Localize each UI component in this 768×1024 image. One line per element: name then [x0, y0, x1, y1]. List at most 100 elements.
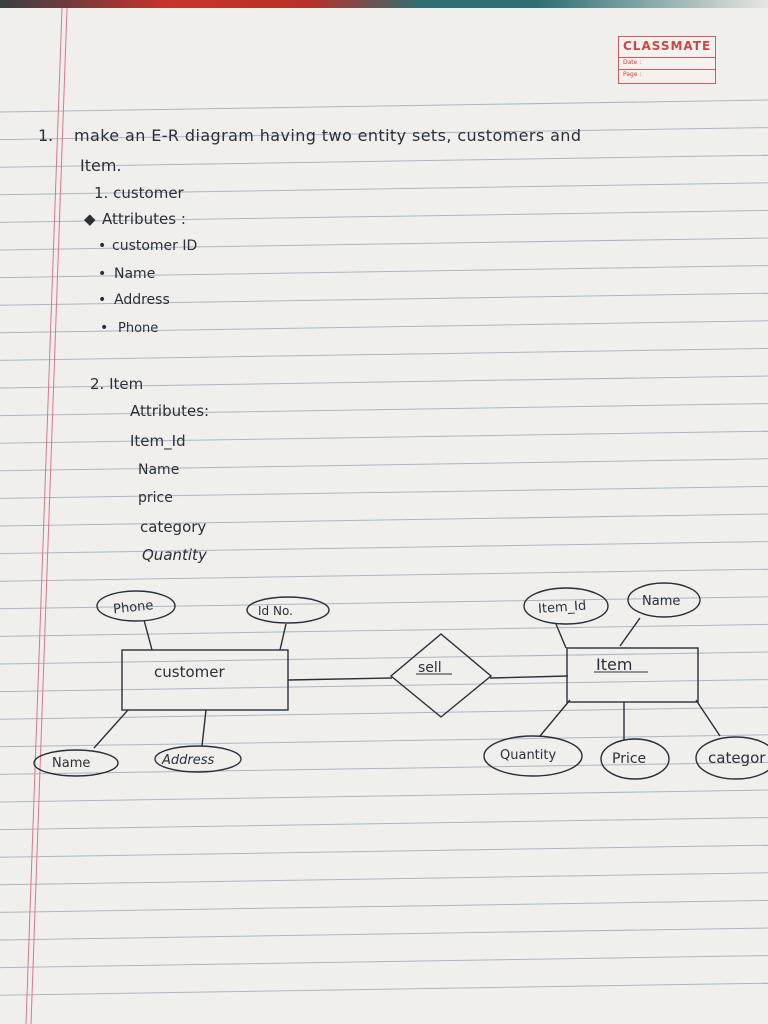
entity-box-customer	[121, 649, 289, 711]
ruled-line	[0, 292, 768, 306]
brand-stamp: CLASSMATE Date : Page :	[618, 36, 716, 84]
ruled-line	[0, 651, 768, 665]
ruled-line	[0, 789, 768, 803]
background-strip	[0, 0, 768, 8]
attribute-item: Phone	[118, 321, 159, 336]
entity-label-item: Item	[596, 655, 632, 674]
ruled-line	[0, 347, 768, 361]
attribute-label: Quantity	[500, 748, 556, 763]
margin-line	[25, 7, 63, 1024]
ruled-line	[0, 844, 768, 858]
entity-heading-item: 2. Item	[90, 375, 144, 393]
relationship-diamond	[389, 633, 493, 718]
attribute-item: category	[140, 518, 207, 536]
attribute-item: customer ID	[112, 238, 198, 254]
ruled-line	[0, 182, 768, 196]
connector-line	[695, 699, 721, 737]
attribute-label: Phone	[112, 598, 154, 617]
bullet-mark: ◆	[84, 210, 96, 228]
attribute-label: categor	[708, 749, 766, 767]
ruled-line	[0, 99, 768, 113]
ruled-line	[0, 320, 768, 334]
attribute-label: Price	[612, 751, 646, 767]
ruled-line	[0, 623, 768, 637]
connector-line	[201, 709, 207, 747]
bullet-dot: •	[98, 266, 107, 282]
ruled-line	[0, 899, 768, 913]
attribute-ellipse-category	[695, 736, 768, 780]
attribute-ellipse-price	[600, 738, 670, 780]
attribute-label: Item_Id	[538, 599, 587, 617]
ruled-line	[0, 513, 768, 527]
entity-heading-customer: 1. customer	[94, 184, 184, 202]
ruled-line	[0, 375, 768, 389]
ruled-line	[0, 982, 768, 996]
ruled-line	[0, 265, 768, 279]
ruled-line	[0, 734, 768, 748]
attribute-label: Name	[642, 594, 680, 609]
ruled-line	[0, 706, 768, 720]
relationship-label: sell	[418, 660, 442, 676]
ruled-line	[0, 237, 768, 251]
connector-line	[279, 623, 287, 651]
connector-line	[489, 675, 569, 679]
brand-page-label: Page :	[623, 71, 642, 78]
connector-line	[539, 699, 571, 737]
attribute-ellipse-item-id	[523, 587, 609, 625]
attribute-ellipse-id-no	[246, 596, 330, 624]
attribute-item: Item_Id	[130, 432, 186, 450]
attributes-label: Attributes:	[130, 402, 210, 420]
attribute-ellipse-name	[33, 749, 119, 777]
question-number: 1.	[38, 126, 54, 145]
ruled-line	[0, 568, 768, 582]
attribute-ellipse-quantity	[483, 735, 583, 777]
ruled-line	[0, 541, 768, 555]
attributes-label: Attributes :	[102, 210, 186, 228]
connector-line	[93, 709, 129, 749]
ruled-line	[0, 927, 768, 941]
attribute-label: Id No.	[258, 604, 293, 618]
brand-divider	[619, 57, 715, 58]
brand-name: CLASSMATE	[623, 39, 712, 53]
attribute-ellipse-address	[154, 745, 242, 773]
ruled-line	[0, 430, 768, 444]
ruled-line	[0, 596, 768, 610]
attribute-label: Address	[161, 753, 215, 768]
ruled-line	[0, 209, 768, 223]
ruled-line	[0, 872, 768, 886]
bullet-dot: •	[98, 238, 107, 254]
ruled-line	[0, 679, 768, 693]
ruled-line	[0, 127, 768, 141]
bullet-dot: •	[100, 320, 109, 336]
bullet-dot: •	[98, 292, 107, 308]
brand-date-label: Date :	[623, 59, 642, 66]
entity-label-customer: customer	[154, 663, 225, 681]
ruled-line	[0, 403, 768, 417]
ruled-line	[0, 817, 768, 831]
attribute-item: Address	[114, 292, 170, 308]
ruled-line	[0, 458, 768, 472]
attribute-item: price	[138, 490, 173, 506]
ruled-line	[0, 485, 768, 499]
margin-line	[30, 7, 68, 1024]
connector-line	[143, 619, 153, 651]
ruled-line	[0, 761, 768, 775]
attribute-ellipse-name	[627, 582, 701, 618]
ruled-line	[0, 955, 768, 969]
ruled-line	[0, 154, 768, 168]
connector-line	[619, 617, 641, 647]
entity-box-item	[566, 647, 699, 703]
brand-divider	[619, 69, 715, 70]
attribute-label: Name	[52, 756, 90, 771]
connector-line	[287, 677, 393, 681]
attribute-ellipse-phone	[96, 590, 176, 622]
attribute-item: Name	[138, 462, 180, 478]
question-text-line1: make an E-R diagram having two entity se…	[74, 126, 582, 145]
attribute-item: Quantity	[142, 546, 207, 564]
connector-line	[555, 623, 567, 649]
question-text-line2: Item.	[80, 156, 122, 175]
attribute-item: Name	[114, 266, 156, 282]
